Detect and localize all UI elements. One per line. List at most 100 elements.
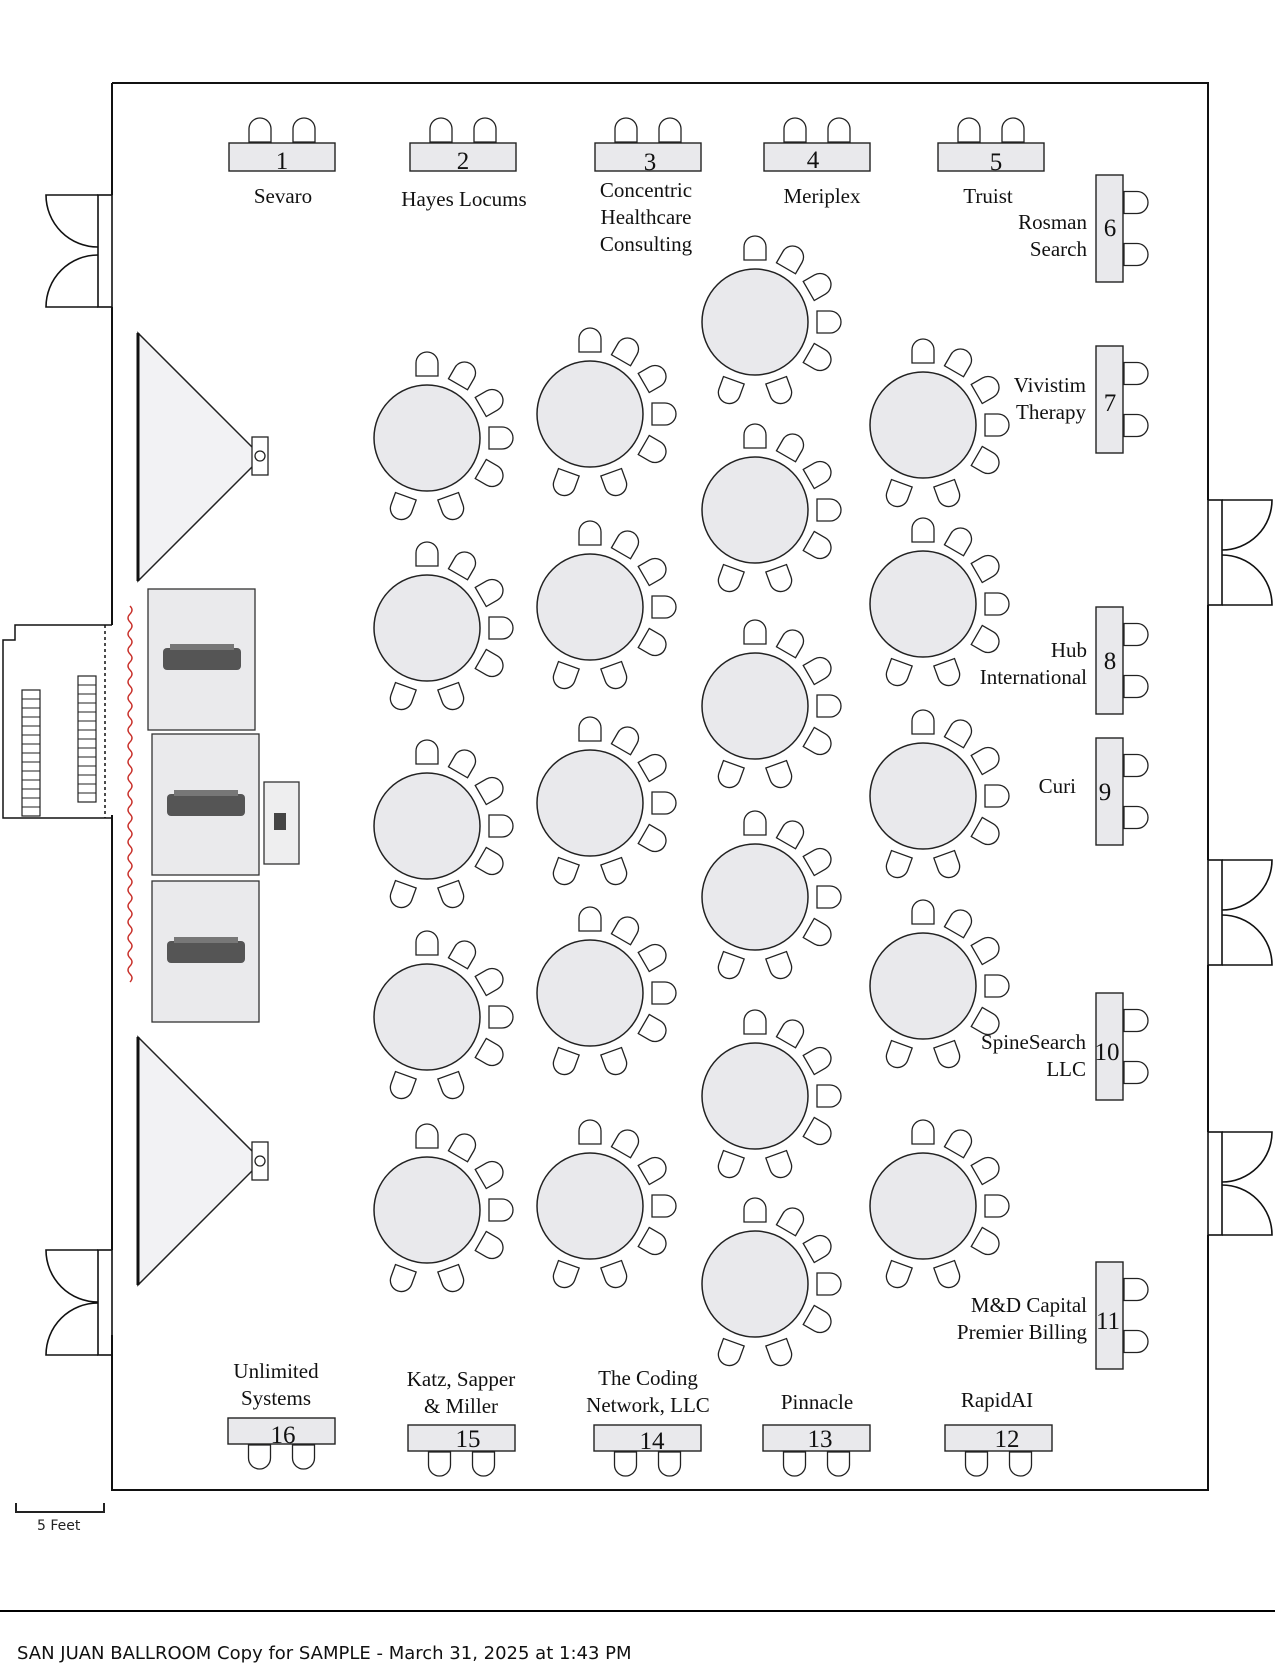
- chair: [816, 885, 842, 909]
- chair: [970, 371, 1004, 405]
- booth-exhibitor-name: Curi: [1039, 774, 1077, 798]
- chair: [802, 456, 836, 490]
- service-alcove: [2, 624, 112, 819]
- chair: [802, 843, 836, 877]
- chair: [775, 1015, 809, 1049]
- booth-number: 11: [1096, 1308, 1120, 1335]
- chair: [816, 694, 842, 718]
- door-left-top[interactable]: [45, 194, 113, 308]
- round-table: [869, 338, 1010, 511]
- chair: [1123, 1277, 1149, 1302]
- chair: [743, 619, 767, 645]
- chair: [415, 1123, 439, 1149]
- round-table: [536, 327, 677, 500]
- footer-title: SAN JUAN BALLROOM Copy for SAMPLE - Marc…: [17, 1643, 632, 1664]
- booth-name-line: M&D Capital: [971, 1293, 1087, 1317]
- chair: [970, 816, 1004, 850]
- table-top: [536, 553, 644, 661]
- chair: [802, 726, 836, 760]
- door-right-2[interactable]: [1207, 859, 1273, 966]
- booth-table: [1095, 174, 1124, 283]
- chair: [802, 917, 836, 951]
- booth-name-line: International: [980, 665, 1087, 689]
- booth-number: 10: [1095, 1039, 1120, 1066]
- footer-rule: [0, 1610, 1275, 1612]
- stacked-chairs-right: [77, 675, 97, 803]
- booth-table: [227, 1417, 336, 1445]
- booth-name-line: Katz, Sapper: [407, 1367, 515, 1391]
- chair: [549, 660, 580, 693]
- chair: [970, 445, 1004, 479]
- chair: [743, 423, 767, 449]
- chair: [474, 648, 508, 682]
- chair: [292, 117, 316, 143]
- booth-number: 6: [1104, 215, 1117, 242]
- chair: [474, 1037, 508, 1071]
- booth-number: 16: [271, 1422, 296, 1449]
- round-table: [373, 541, 514, 714]
- stage-platform-3: [151, 880, 260, 1023]
- chair: [447, 357, 481, 391]
- chair: [637, 749, 671, 783]
- chair: [782, 1451, 807, 1477]
- chair: [549, 856, 580, 889]
- chair: [882, 849, 913, 882]
- door-right-1[interactable]: [1207, 499, 1273, 606]
- chair: [970, 1152, 1004, 1186]
- round-table: [701, 1197, 842, 1370]
- chair: [933, 1039, 964, 1072]
- booth-number: 14: [640, 1428, 666, 1455]
- booth-table: [1095, 992, 1124, 1101]
- table-top: [701, 456, 809, 564]
- chair: [637, 939, 671, 973]
- chair: [651, 791, 677, 815]
- table-top: [536, 749, 644, 857]
- chair: [610, 526, 644, 560]
- round-table: [701, 810, 842, 983]
- booth-name-line: Systems: [241, 1386, 311, 1410]
- chair: [816, 498, 842, 522]
- booth-number: 7: [1104, 390, 1117, 417]
- chair: [1001, 117, 1025, 143]
- chair: [1123, 361, 1149, 386]
- booth-number: 13: [808, 1426, 833, 1453]
- chair: [637, 627, 671, 661]
- booth-name-line: Healthcare: [601, 205, 692, 229]
- chair: [549, 1046, 580, 1079]
- booth-table: [1095, 737, 1124, 846]
- door-right-3[interactable]: [1207, 1131, 1273, 1236]
- chair: [775, 429, 809, 463]
- chair: [882, 657, 913, 690]
- chair: [600, 660, 631, 693]
- chair: [775, 241, 809, 275]
- booth-name-line: Concentric: [600, 178, 692, 202]
- booth-table: [763, 142, 871, 172]
- chair: [911, 709, 935, 735]
- booth-name-line: Curi: [1039, 774, 1077, 798]
- chair: [984, 974, 1010, 998]
- door-left-bottom[interactable]: [45, 1249, 113, 1356]
- chair: [415, 930, 439, 956]
- booth-name-line: Unlimited: [233, 1359, 319, 1383]
- booth-exhibitor-name: Truist: [963, 184, 1013, 208]
- chair: [765, 759, 796, 792]
